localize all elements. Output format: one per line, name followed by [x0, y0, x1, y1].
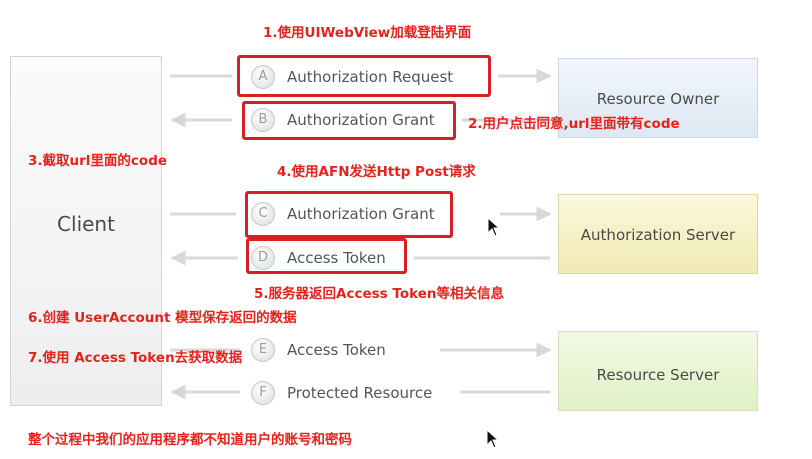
- resource-server-label: Resource Server: [596, 366, 720, 384]
- step-b-label: Authorization Grant: [287, 111, 435, 129]
- note-step-7: 7.使用 Access Token去获取数据: [28, 350, 243, 366]
- step-d-label: Access Token: [287, 249, 386, 267]
- authorization-server-box: Authorization Server: [558, 194, 758, 274]
- step-e-label: Access Token: [287, 341, 386, 359]
- step-a-label: Authorization Request: [287, 68, 454, 86]
- note-step-6: 6.创建 UserAccount 模型保存返回的数据: [28, 310, 297, 326]
- step-f-label: Protected Resource: [287, 384, 433, 402]
- step-d: D Access Token: [251, 244, 386, 272]
- note-step-5: 5.服务器返回Access Token等相关信息: [254, 286, 504, 302]
- step-c-label: Authorization Grant: [287, 205, 435, 223]
- step-d-circle: D: [251, 246, 275, 270]
- mouse-cursor-icon: [487, 217, 501, 237]
- step-c-circle: C: [251, 202, 275, 226]
- step-e-circle: E: [251, 338, 275, 362]
- mouse-cursor-icon: [486, 429, 500, 449]
- summary-note: 整个过程中我们的应用程序都不知道用户的账号和密码: [28, 432, 352, 448]
- resource-server-box: Resource Server: [558, 331, 758, 411]
- authorization-server-label: Authorization Server: [580, 226, 736, 244]
- step-f-circle: F: [251, 381, 275, 405]
- note-step-4: 4.使用AFN发送Http Post请求: [277, 164, 476, 180]
- step-a-circle: A: [251, 65, 275, 89]
- highlight-step-b: [242, 101, 456, 140]
- step-a: A Authorization Request: [251, 63, 453, 91]
- highlight-step-d: [246, 238, 407, 274]
- step-b: B Authorization Grant: [251, 106, 435, 134]
- step-b-circle: B: [251, 108, 275, 132]
- highlight-step-a: [237, 55, 491, 97]
- resource-owner-box: Resource Owner: [558, 58, 758, 138]
- note-step-3: 3.截取url里面的code: [28, 153, 168, 169]
- step-e: E Access Token: [251, 336, 386, 364]
- client-box: Client: [10, 56, 162, 406]
- note-step-1: 1.使用UIWebView加载登陆界面: [263, 25, 472, 41]
- note-step-2: 2.用户点击同意,url里面带有code: [468, 116, 680, 132]
- resource-owner-label: Resource Owner: [596, 90, 720, 108]
- step-f: F Protected Resource: [251, 379, 432, 407]
- step-c: C Authorization Grant: [251, 200, 435, 228]
- highlight-step-c: [245, 191, 453, 238]
- client-label: Client: [57, 212, 115, 236]
